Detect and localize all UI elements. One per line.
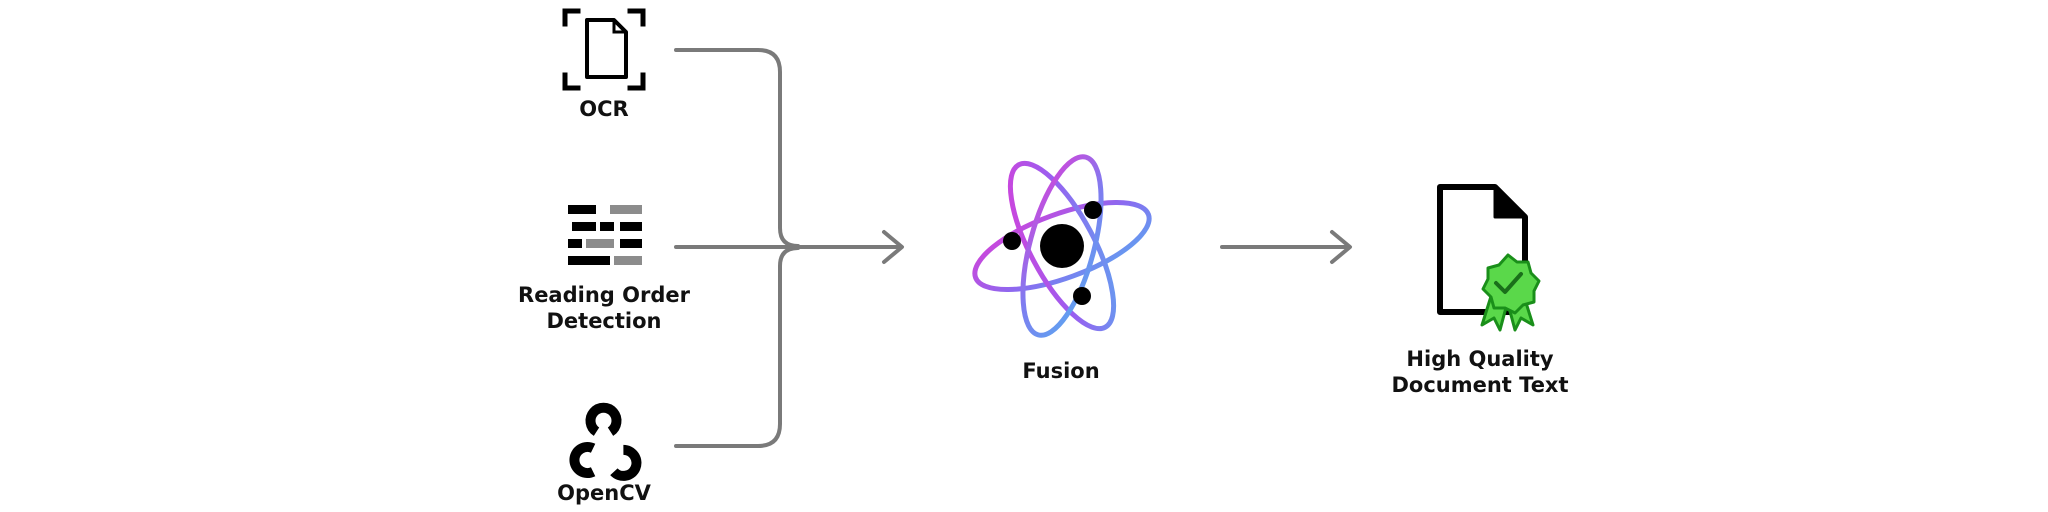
reading-order-detection-label: Reading Order Detection (518, 282, 690, 334)
approval-badge-icon (1480, 253, 1541, 332)
opencv-logo-icon (569, 402, 642, 481)
connector-opencv (674, 246, 800, 448)
output-label-line-2: Document Text (1391, 373, 1569, 397)
text-blocks-icon (568, 205, 642, 265)
fusion-label: Fusion (1022, 359, 1100, 383)
reading-order-label-line-2: Detection (546, 309, 662, 333)
ocr-label: OCR (579, 97, 629, 121)
atom-icon (972, 154, 1152, 338)
connector-ocr (674, 48, 800, 248)
arrowhead-to-output (1330, 230, 1352, 264)
reading-order-label-line-1: Reading Order (518, 283, 690, 307)
connectors (674, 48, 1352, 448)
arrowhead-to-fusion (882, 230, 904, 264)
opencv-label: OpenCV (557, 481, 651, 505)
document-scan-icon (562, 8, 646, 91)
certified-document-icon (1437, 184, 1541, 332)
output-label-line-1: High Quality (1406, 347, 1554, 371)
output-label: High Quality Document Text (1391, 346, 1568, 398)
